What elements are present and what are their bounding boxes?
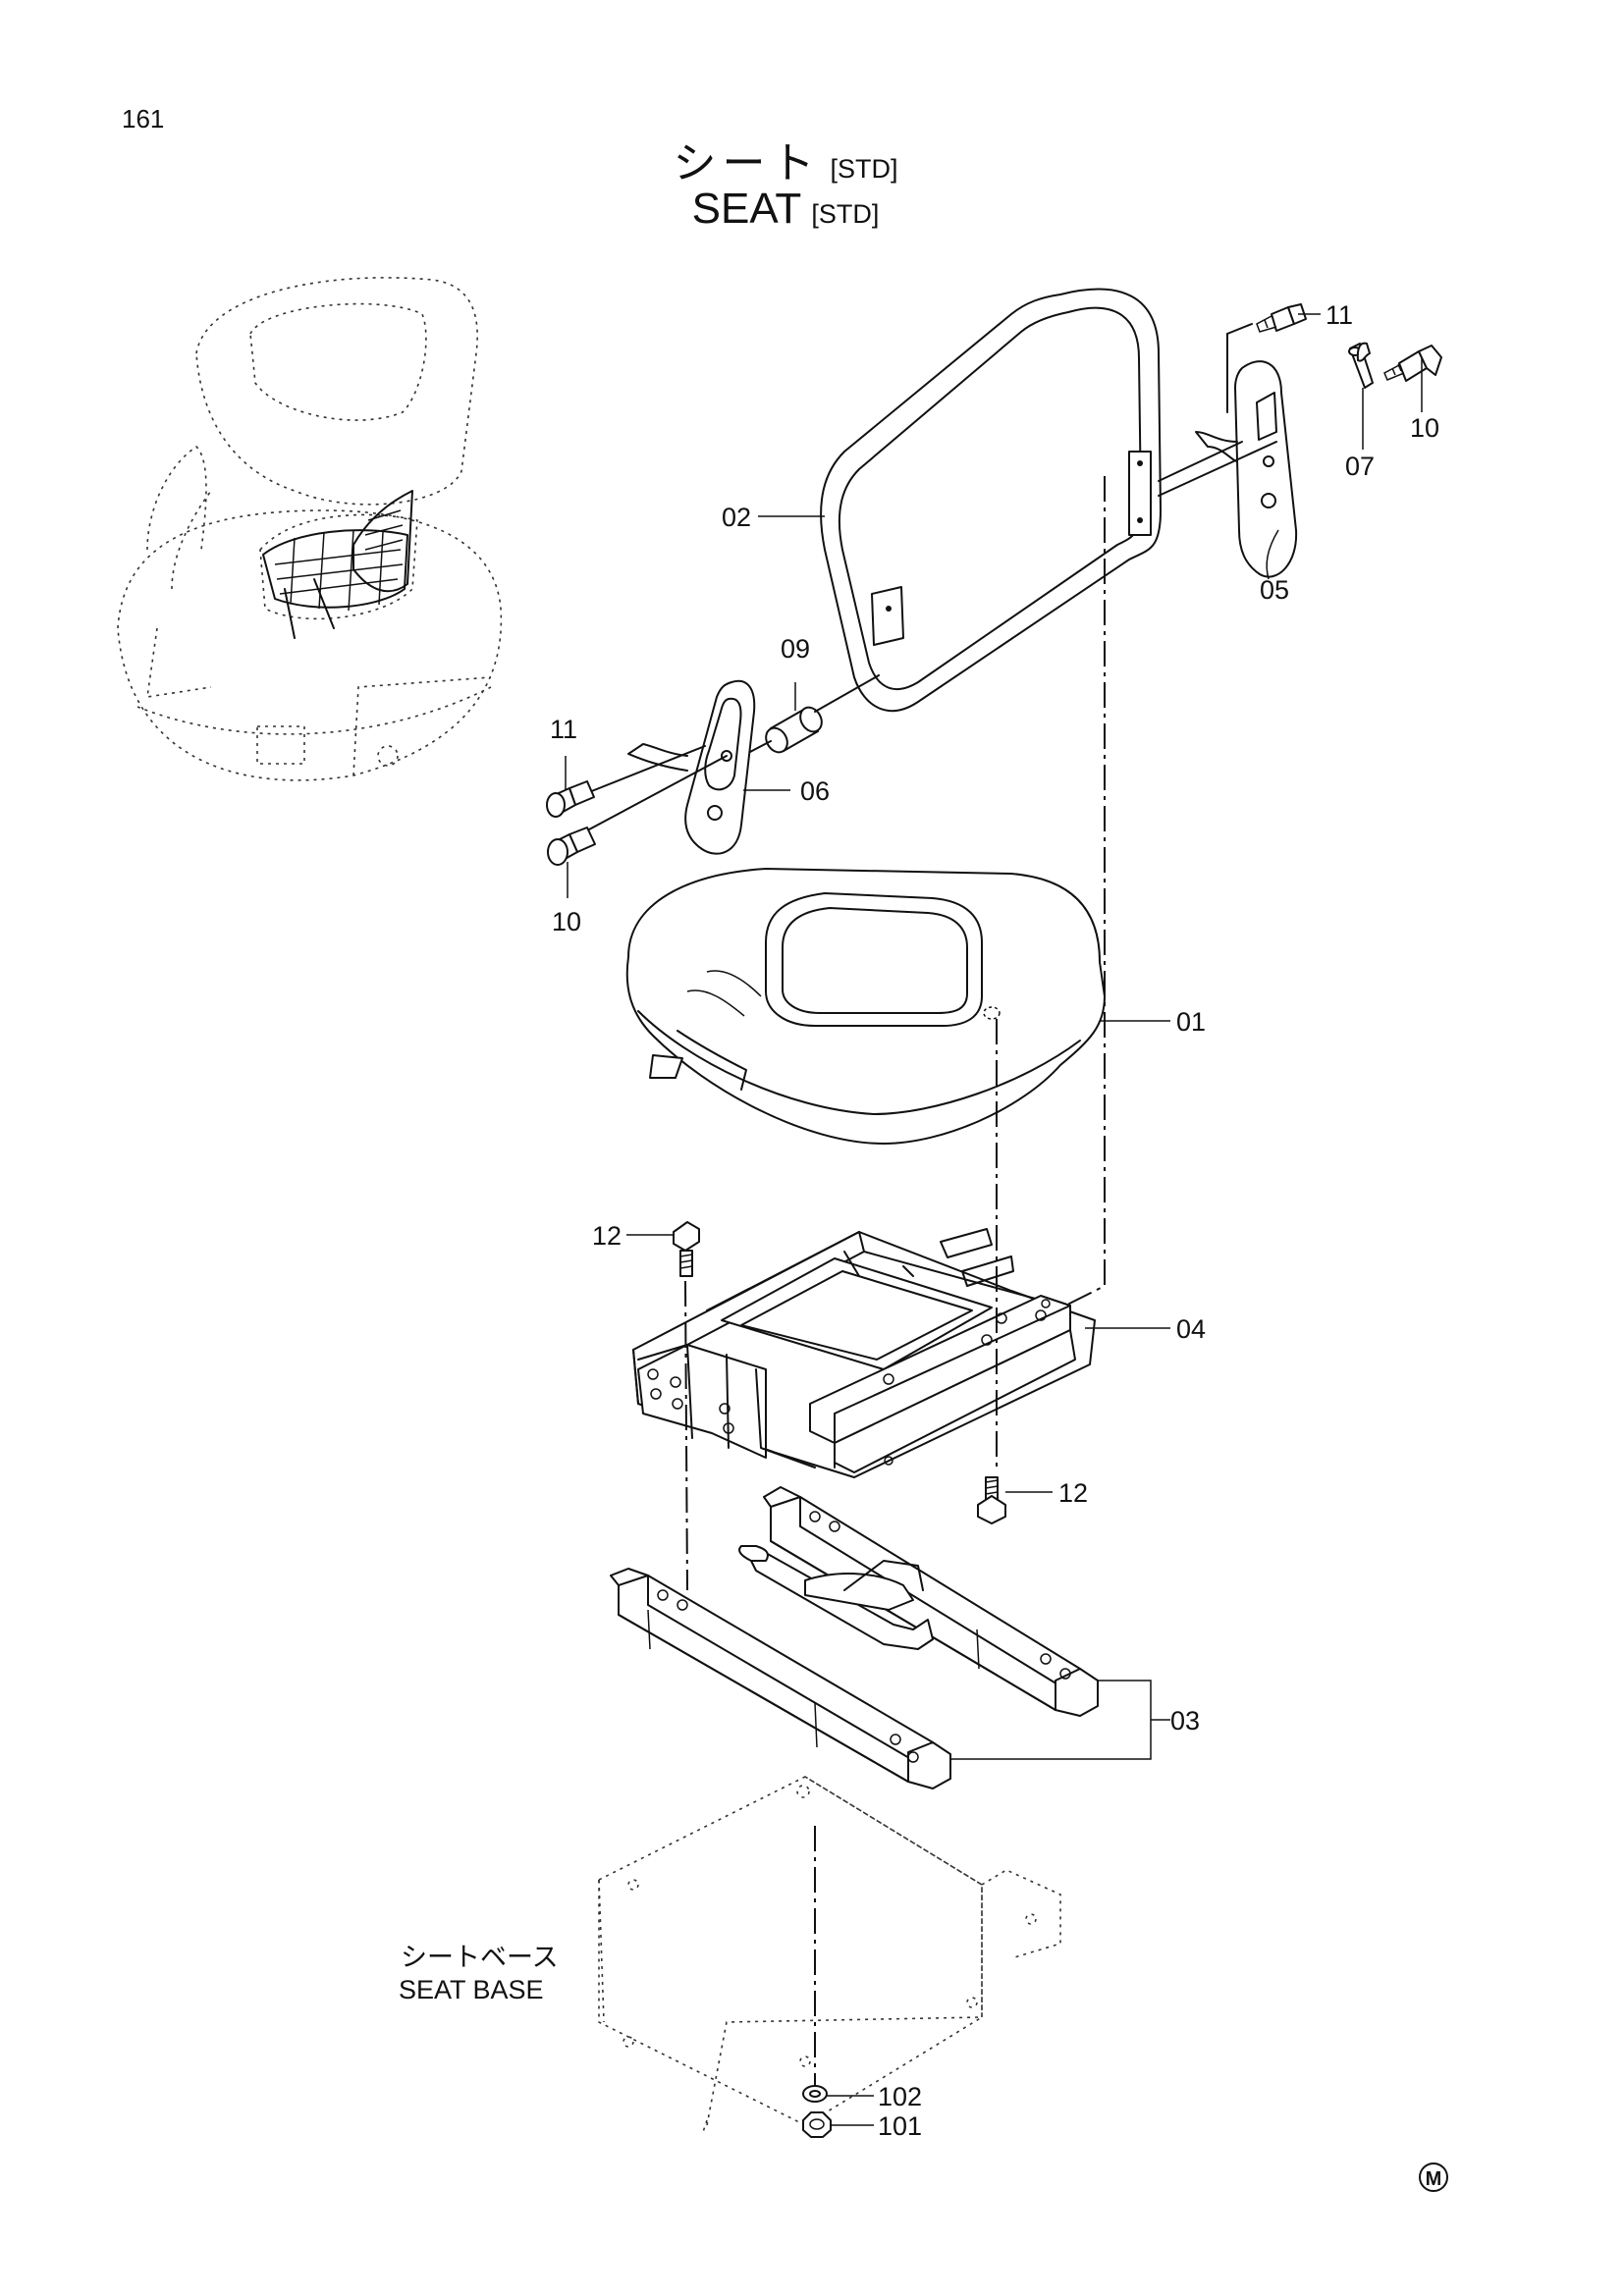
callout-07: 07 (1345, 452, 1375, 481)
title-en-suffix: [STD] (811, 199, 880, 229)
seat-base-label: SEAT BASE (399, 1975, 544, 2004)
callout-04: 04 (1176, 1314, 1206, 1344)
part-102-washer (802, 2085, 828, 2103)
maker-mark-letter: M (1426, 2168, 1442, 2190)
part-12-bolt-top (673, 1221, 700, 1277)
callout-06: 06 (800, 776, 830, 806)
part-03-slide-rails (610, 1486, 1099, 1789)
page-number: 161 (122, 104, 165, 133)
callout-labels: 02 11 10 07 05 09 06 11 10 01 04 12 12 0… (550, 300, 1439, 2141)
callout-12-bottom: 12 (1058, 1478, 1088, 1508)
callout-12-top: 12 (592, 1221, 622, 1251)
part-05-right-bracket (1158, 323, 1298, 578)
part-06-left-bracket (588, 679, 756, 855)
callout-09: 09 (781, 634, 810, 664)
maker-mark-icon: M (1419, 2163, 1448, 2192)
seat-base-frame (598, 1776, 1061, 2136)
callout-102: 102 (878, 2082, 922, 2111)
title-en-text: SEAT (691, 185, 802, 233)
callout-11-left: 11 (550, 715, 577, 744)
callout-10-right: 10 (1410, 413, 1439, 443)
callout-11-right: 11 (1326, 300, 1353, 330)
title-ja-text: シート (673, 139, 821, 187)
part-09-spacer (745, 674, 880, 755)
page-title: SEAT [STD] (0, 185, 1571, 234)
alignment-lines (684, 476, 1106, 2086)
callout-101: 101 (878, 2111, 922, 2141)
callout-01: 01 (1176, 1007, 1206, 1037)
callout-05: 05 (1260, 575, 1289, 605)
part-11-bolt-right (1256, 303, 1307, 333)
machine-overview-illustration (117, 277, 503, 781)
part-101-nut (802, 2111, 832, 2138)
part-12-bolt-bottom (977, 1476, 1006, 1524)
part-01-seat-cushion (625, 868, 1106, 1145)
part-04-seat-frame (632, 1228, 1096, 1478)
seat-base-label-japanese: シートベース (401, 1943, 559, 1972)
leader-lines (565, 313, 1423, 2126)
callout-02: 02 (722, 503, 751, 532)
title-ja-suffix: [STD] (830, 154, 898, 184)
callout-03: 03 (1170, 1706, 1200, 1735)
part-10-bolt-right (1383, 345, 1442, 382)
page-title-japanese: シート [STD] (0, 128, 1571, 190)
part-11-bolt-left (546, 780, 595, 818)
part-02-seat-back (820, 288, 1162, 713)
part-10-bolt-left (547, 827, 596, 866)
callout-10-left: 10 (552, 907, 581, 936)
part-07-pin (1348, 342, 1374, 389)
